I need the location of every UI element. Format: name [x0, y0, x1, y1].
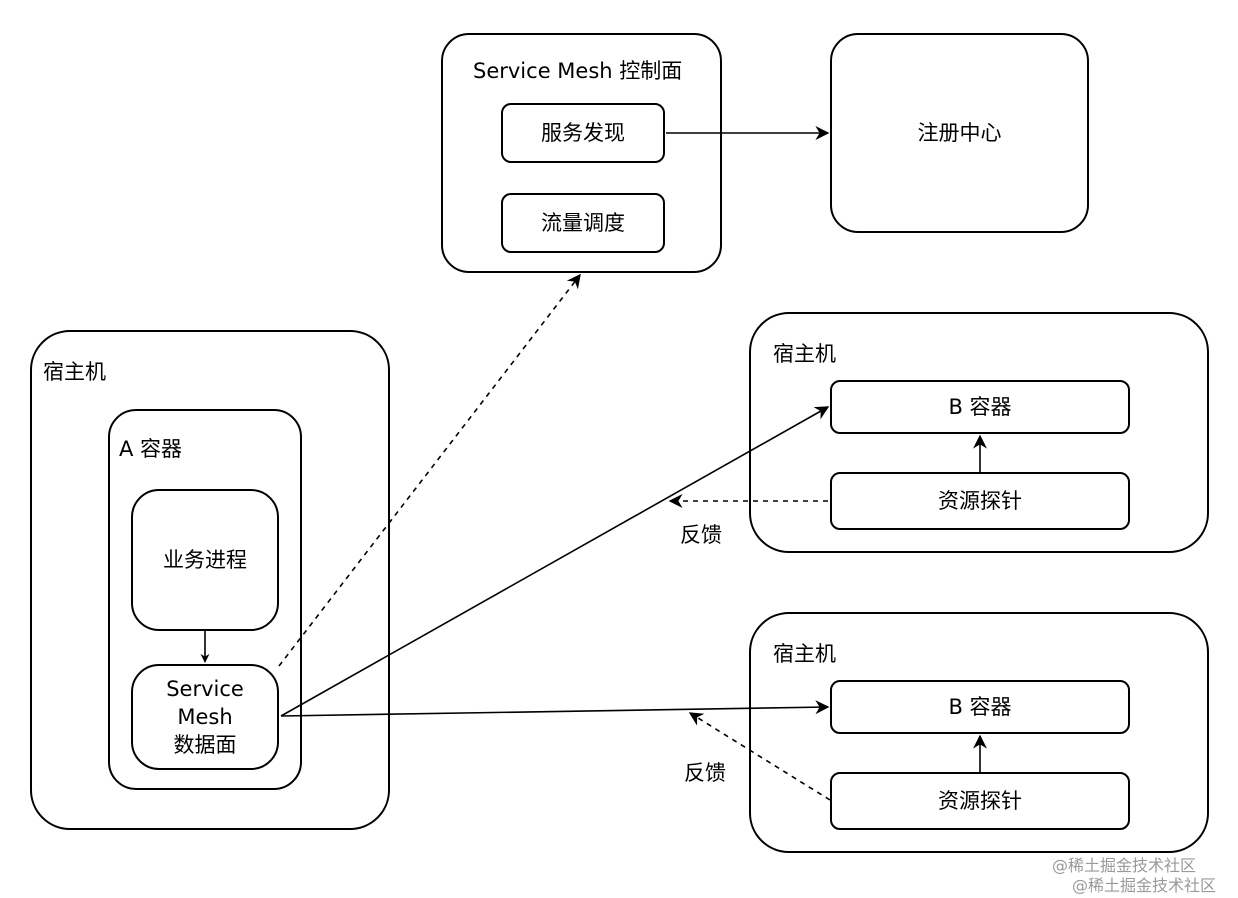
data-plane-node: Service Mesh 数据面 [131, 664, 279, 770]
feedback-b2-label: 反馈 [684, 761, 726, 785]
container-b1-node: B 容器 [830, 380, 1130, 434]
probe-b2-node: 资源探针 [830, 772, 1130, 830]
registry-node: 注册中心 [830, 33, 1089, 233]
business-process-node: 业务进程 [131, 489, 279, 631]
control-plane-title: Service Mesh 控制面 [473, 59, 683, 83]
traffic-scheduling-node: 流量调度 [501, 193, 665, 253]
watermark-text: @稀土掘金技术社区 [1052, 856, 1197, 875]
watermark-text-shadow: @稀土掘金技术社区 [1072, 876, 1217, 895]
feedback-b1-label: 反馈 [680, 523, 722, 547]
host-a-title: 宿主机 [43, 360, 106, 384]
host-b1-title: 宿主机 [773, 342, 836, 366]
service-discovery-node: 服务发现 [501, 103, 665, 163]
container-b2-node: B 容器 [830, 680, 1130, 734]
container-a-title: A 容器 [119, 437, 183, 461]
probe-b1-node: 资源探针 [830, 472, 1130, 530]
host-b2-title: 宿主机 [773, 642, 836, 666]
